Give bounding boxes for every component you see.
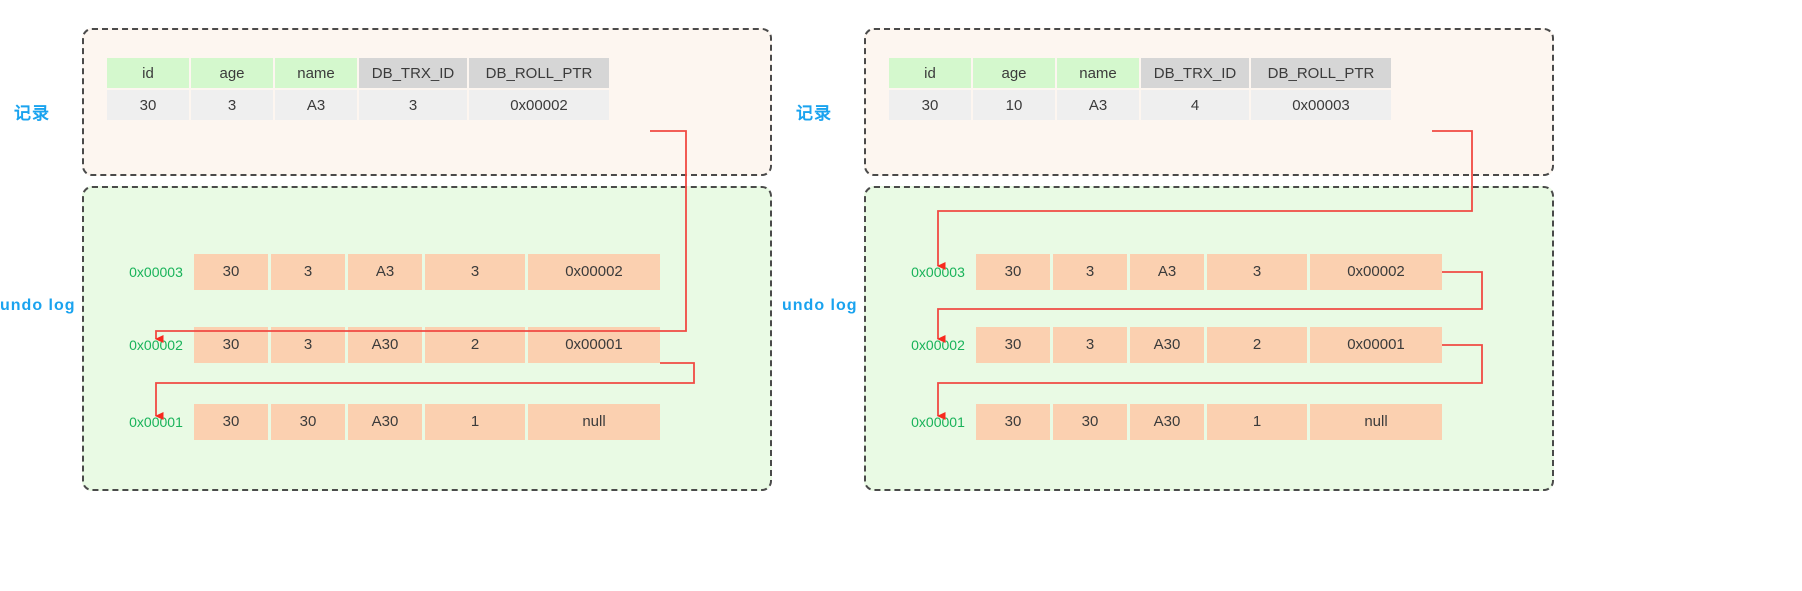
undo-log-address: 0x00001 — [911, 414, 965, 430]
undo-cell-db-trx-id: 1 — [425, 404, 525, 440]
undo-log-address: 0x00002 — [911, 337, 965, 353]
undo-cell-age: 3 — [271, 254, 345, 290]
column-header-db-trx-id: DB_TRX_ID — [1141, 58, 1249, 88]
undo-log-section-label: undo log — [782, 297, 858, 314]
record-cell-db-trx-id: 3 — [359, 90, 467, 120]
undo-log-section-label: undo log — [0, 297, 76, 314]
undo-cell-db-trx-id: 2 — [1207, 327, 1307, 363]
undo-cell-db-roll-ptr: null — [528, 404, 660, 440]
undo-cell-age: 30 — [271, 404, 345, 440]
panel-after: 记录 undo log id age name DB_TRX_ID DB_ROL… — [782, 0, 1572, 591]
column-header-age: age — [973, 58, 1055, 88]
undo-cell-age: 3 — [271, 327, 345, 363]
undo-log-cells: 30 3 A30 2 0x00001 — [976, 327, 1442, 363]
undo-log-address: 0x00002 — [129, 337, 183, 353]
undo-log-cells: 30 3 A30 2 0x00001 — [194, 327, 660, 363]
panel-before: 记录 undo log id age name DB_TRX_ID DB_ROL… — [0, 0, 790, 591]
column-header-id: id — [107, 58, 189, 88]
record-table-row: 30 10 A3 4 0x00003 — [889, 90, 1391, 120]
record-cell-db-roll-ptr: 0x00003 — [1251, 90, 1391, 120]
column-header-db-roll-ptr: DB_ROLL_PTR — [1251, 58, 1391, 88]
undo-cell-name: A30 — [1130, 404, 1204, 440]
record-cell-db-trx-id: 4 — [1141, 90, 1249, 120]
record-cell-db-roll-ptr: 0x00002 — [469, 90, 609, 120]
undo-cell-db-roll-ptr: 0x00002 — [528, 254, 660, 290]
undo-cell-db-roll-ptr: 0x00001 — [528, 327, 660, 363]
record-cell-name: A3 — [1057, 90, 1139, 120]
undo-cell-db-trx-id: 1 — [1207, 404, 1307, 440]
undo-cell-name: A3 — [348, 254, 422, 290]
column-header-db-trx-id: DB_TRX_ID — [359, 58, 467, 88]
undo-cell-name: A3 — [1130, 254, 1204, 290]
undo-log-cells: 30 3 A3 3 0x00002 — [976, 254, 1442, 290]
undo-cell-id: 30 — [976, 254, 1050, 290]
undo-cell-db-roll-ptr: 0x00001 — [1310, 327, 1442, 363]
record-table-header-row: id age name DB_TRX_ID DB_ROLL_PTR — [107, 58, 609, 88]
record-table-header-row: id age name DB_TRX_ID DB_ROLL_PTR — [889, 58, 1391, 88]
undo-cell-id: 30 — [976, 404, 1050, 440]
undo-cell-id: 30 — [194, 327, 268, 363]
record-cell-age: 10 — [973, 90, 1055, 120]
undo-cell-age: 30 — [1053, 404, 1127, 440]
column-header-id: id — [889, 58, 971, 88]
undo-cell-db-trx-id: 3 — [1207, 254, 1307, 290]
undo-cell-db-trx-id: 2 — [425, 327, 525, 363]
undo-cell-age: 3 — [1053, 327, 1127, 363]
undo-cell-name: A30 — [1130, 327, 1204, 363]
column-header-db-roll-ptr: DB_ROLL_PTR — [469, 58, 609, 88]
record-cell-name: A3 — [275, 90, 357, 120]
record-cell-age: 3 — [191, 90, 273, 120]
record-section-label: 记录 — [14, 104, 50, 123]
undo-cell-db-roll-ptr: 0x00002 — [1310, 254, 1442, 290]
record-table-row: 30 3 A3 3 0x00002 — [107, 90, 609, 120]
undo-cell-db-trx-id: 3 — [425, 254, 525, 290]
record-section-label: 记录 — [796, 104, 832, 123]
undo-log-address: 0x00001 — [129, 414, 183, 430]
record-cell-id: 30 — [889, 90, 971, 120]
undo-cell-id: 30 — [194, 254, 268, 290]
undo-log-address: 0x00003 — [129, 264, 183, 280]
undo-log-cells: 30 3 A3 3 0x00002 — [194, 254, 660, 290]
column-header-name: name — [1057, 58, 1139, 88]
record-table: id age name DB_TRX_ID DB_ROLL_PTR 30 3 A… — [105, 56, 611, 122]
undo-cell-db-roll-ptr: null — [1310, 404, 1442, 440]
column-header-name: name — [275, 58, 357, 88]
undo-cell-name: A30 — [348, 327, 422, 363]
undo-log-cells: 30 30 A30 1 null — [194, 404, 660, 440]
undo-log-address: 0x00003 — [911, 264, 965, 280]
record-cell-id: 30 — [107, 90, 189, 120]
undo-cell-id: 30 — [194, 404, 268, 440]
undo-cell-name: A30 — [348, 404, 422, 440]
undo-cell-id: 30 — [976, 327, 1050, 363]
undo-cell-age: 3 — [1053, 254, 1127, 290]
record-table: id age name DB_TRX_ID DB_ROLL_PTR 30 10 … — [887, 56, 1393, 122]
undo-log-cells: 30 30 A30 1 null — [976, 404, 1442, 440]
column-header-age: age — [191, 58, 273, 88]
